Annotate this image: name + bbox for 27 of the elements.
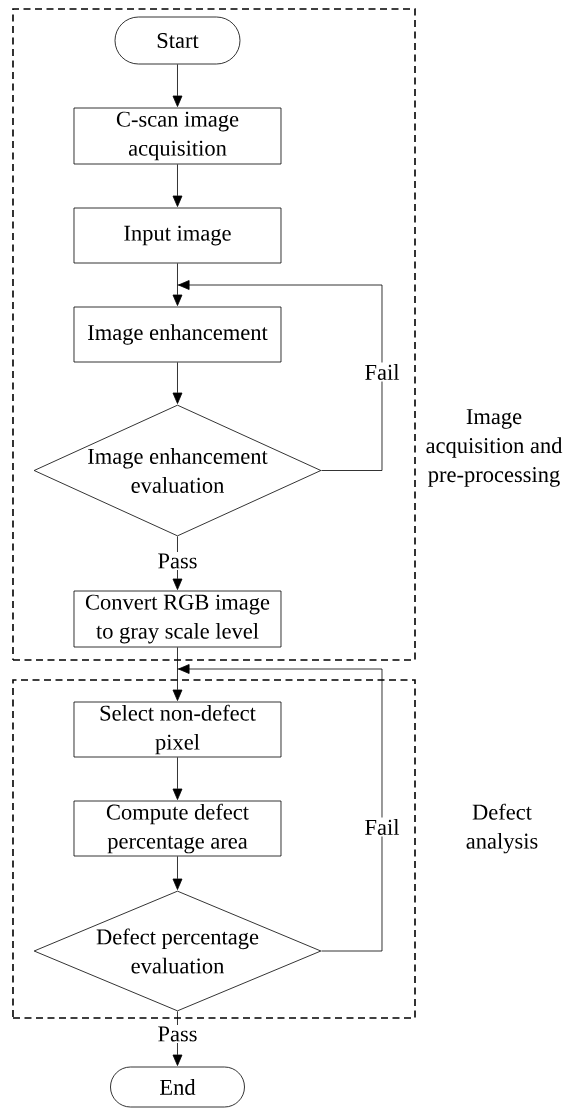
arrow [172,856,183,890]
arrow [177,280,383,471]
connector-line [177,263,178,286]
edge-label: Fail [363,362,401,382]
arrow [172,164,183,207]
section-label: Defect analysis [466,803,538,854]
section-label: Image acquisition and pre-processing [426,409,563,487]
process-box: C-scan image acquisition [73,107,282,165]
process-box: Select non-defect pixel [73,701,282,758]
arrow [172,668,183,701]
arrow [172,64,183,107]
arrow [172,757,183,800]
process-box: Input image [73,207,282,264]
arrow [172,362,183,404]
process-box: Convert RGB image to gray scale level [73,590,282,648]
terminal-box: End [110,1066,245,1108]
terminal-box: Start [114,16,241,65]
process-box: Compute defect percentage area [73,800,282,857]
edge-label: Pass [156,1025,199,1043]
arrow [177,664,383,952]
edge-label: Pass [156,552,199,570]
connector-line [177,647,178,670]
process-box: Image enhancement [73,306,282,363]
arrow [172,1011,183,1066]
arrow [172,536,183,590]
arrow [172,284,183,306]
edge-label: Fail [363,817,401,837]
